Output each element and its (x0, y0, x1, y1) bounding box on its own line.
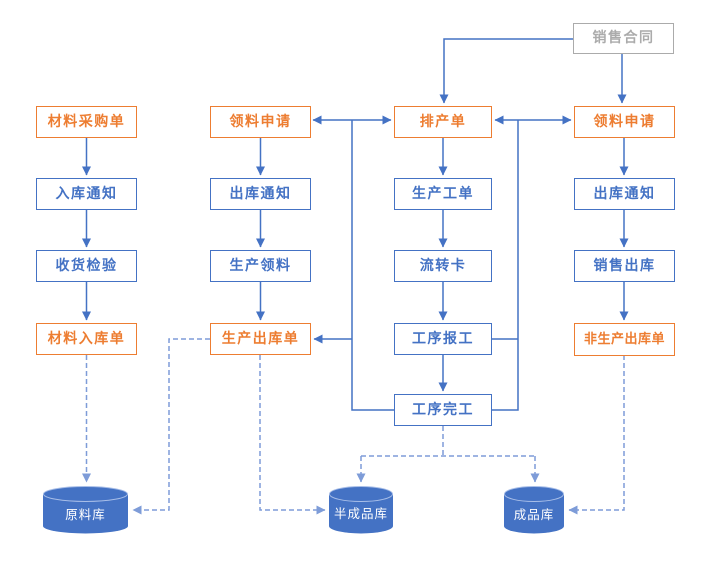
node-sales-contract: 销售合同 (573, 23, 674, 54)
edge-non-production-to-finished-store (568, 355, 625, 515)
dashed-connectors (82, 338, 625, 515)
edge-production-outbound-to-raw-store (132, 338, 210, 515)
node-picking-request-left: 领料申请 (210, 106, 311, 138)
node-production-work-order: 生产工单 (394, 178, 492, 210)
edge-production-outbound-to-semi-store (259, 355, 326, 515)
node-receiving-inspection: 收货检验 (36, 250, 137, 282)
semi-finished-store-label: 半成品库 (333, 505, 388, 521)
node-production-schedule: 排产单 (394, 106, 492, 138)
node-process-reporting: 工序报工 (394, 323, 492, 355)
node-sales-outbound: 销售出库 (574, 250, 675, 282)
edge-contract-to-schedule (439, 38, 573, 104)
solid-connectors (82, 38, 629, 411)
cylinder-shape (504, 486, 564, 534)
cylinder-shape (329, 486, 393, 534)
node-material-purchase-order: 材料采购单 (36, 106, 137, 138)
node-material-inbound-order: 材料入库单 (36, 323, 137, 355)
cylinder-finished-store: 成品库 (504, 486, 564, 534)
finished-store-label: 成品库 (513, 506, 555, 522)
node-process-completion: 工序完工 (394, 394, 492, 426)
node-outbound-notice-right: 出库通知 (574, 178, 675, 210)
raw-material-store-label: 原料库 (65, 506, 106, 522)
node-outbound-notice-left: 出库通知 (210, 178, 311, 210)
node-non-production-outbound-order: 非生产出库单 (574, 323, 675, 356)
edge-completion-right-riser (492, 120, 519, 411)
node-production-outbound-order: 生产出库单 (210, 323, 311, 355)
cylinder-shape (43, 486, 128, 534)
node-flow-card: 流转卡 (394, 250, 492, 282)
cylinder-semi-finished-store: 半成品库 (329, 486, 393, 534)
cylinder-raw-material-store: 原料库 (43, 486, 128, 534)
node-production-picking: 生产领料 (210, 250, 311, 282)
node-picking-request-right: 领料申请 (574, 106, 675, 138)
edge-completion-left-riser (351, 120, 394, 411)
node-inbound-notice: 入库通知 (36, 178, 137, 210)
